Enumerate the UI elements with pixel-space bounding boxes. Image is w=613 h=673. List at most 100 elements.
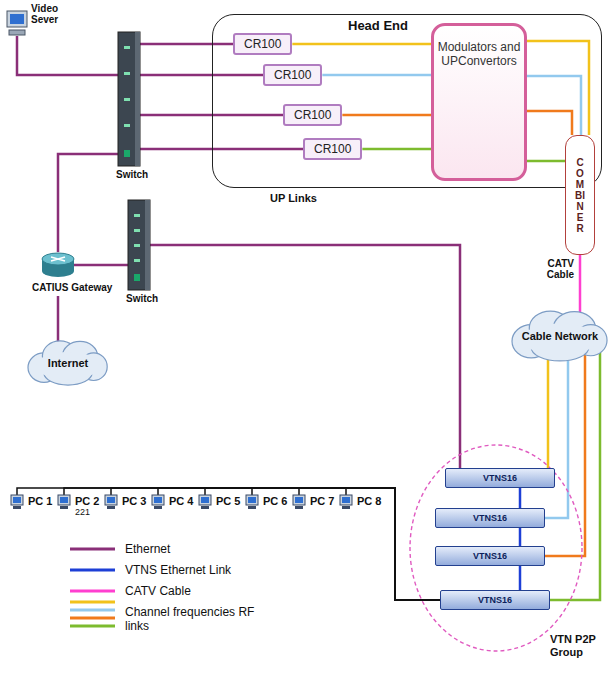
pc-label: PC 3 [122,495,146,507]
pc-label: 221 [75,507,90,517]
dashed-ellipse [410,445,582,651]
screen [295,497,303,503]
router-base [42,265,74,277]
vtns-device: VTNS16 [435,508,545,528]
monitor [58,495,70,505]
switch-icon [128,200,150,290]
ethernet-link [140,43,233,46]
text-label: CATV Cable [528,258,574,280]
video-server: Video Sever [6,10,28,36]
rf-channel-link [545,352,568,518]
rf-channel-link [547,352,550,468]
rf-channel-link [527,111,572,135]
pc-label: PC 2 [75,495,99,507]
network-switch: Switch [128,200,150,290]
monitor [105,495,117,505]
pc-ethernet-bus [299,488,440,600]
pc-icon [10,495,24,509]
legend-sample [70,569,115,572]
screen [248,497,256,503]
pc-label: PC 4 [169,495,193,507]
ethernet-link [140,148,303,151]
vtns-ethernet-link [519,488,522,508]
pc-icon [104,495,118,509]
cr100-box: CR100 [263,64,322,86]
device-label: Switch [116,169,148,180]
cr100-box: CR100 [303,138,362,160]
pc-icon [57,495,71,509]
legend-sample [70,548,115,551]
gateway-router: CATIUS Gateway [42,252,74,278]
pc-ethernet-bus [64,488,440,600]
cloud-label: Internet [40,357,96,369]
monitor [199,495,211,505]
monitor [246,495,258,505]
pc-terminal: PC 6 [245,495,259,509]
box-label: COMBINER [575,157,585,234]
stand [107,506,115,509]
device-label: Switch [126,293,158,304]
screen [13,497,21,503]
cr100-box: CR100 [283,104,342,126]
monitor [11,495,23,505]
pc-ethernet-bus [111,488,440,600]
rf-channel-link [322,74,431,77]
box-label: Modulators and UPConvertors [434,26,524,68]
pc-label: PC 8 [357,495,381,507]
legend-sample [70,590,115,593]
legend-sample [70,601,115,604]
pc-terminal: PC 3 [104,495,118,509]
rf-channel-link [527,76,581,135]
router-icon [42,252,74,278]
screen [60,497,68,503]
stand [295,506,303,509]
stand [13,506,21,509]
screen [201,497,209,503]
pc-terminal: PC 1 [10,495,24,509]
box-label: CR100 [294,108,331,122]
stand [60,506,68,509]
box-label: CR100 [244,37,281,51]
head-end-region: Head EndCR100CR100CR100CR100Modulators a… [212,14,602,188]
switch-side [145,200,150,290]
vtns-ethernet-link [519,528,522,546]
pc-label: PC 7 [310,495,334,507]
device-label: VTNS16 [436,509,544,527]
box-label: CR100 [274,68,311,82]
legend-label: Channel frequencies RF links [125,605,265,633]
pc-label: PC 5 [216,495,240,507]
device-label: VTNS16 [441,591,549,609]
switch-led [124,124,130,127]
cloud-label: Cable Network [514,330,606,342]
screen [107,497,115,503]
text-label: UP Links [270,192,317,204]
vtns-device: VTNS16 [435,546,545,566]
region-title: Head End [348,18,408,33]
pc-terminal: PC 4 [151,495,165,509]
ethernet-link [150,245,460,468]
switch-led [134,229,140,232]
cr100-box: CR100 [233,33,292,55]
pc-terminal: PC 2221 [57,495,71,509]
pc-label: PC 6 [263,495,287,507]
switch-led [134,244,140,247]
combiner-box: COMBINER [565,135,595,255]
device-label: VTNS16 [436,547,544,565]
pc-terminal: PC 8 [339,495,353,509]
switch-led [124,98,130,101]
switch-led [124,72,130,75]
switch-led [124,46,130,49]
server-icon [6,10,28,36]
switch-led [134,274,140,281]
screen [154,497,162,503]
rf-channel-link [545,352,585,556]
network-cloud: Cable Network [512,310,608,362]
monitor [293,495,305,505]
ethernet-link [140,74,263,77]
pc-ethernet-bus [17,488,440,600]
pc-icon [198,495,212,509]
switch-body [128,200,150,290]
switch-icon [118,32,140,166]
pc-icon [245,495,259,509]
stand [248,506,256,509]
